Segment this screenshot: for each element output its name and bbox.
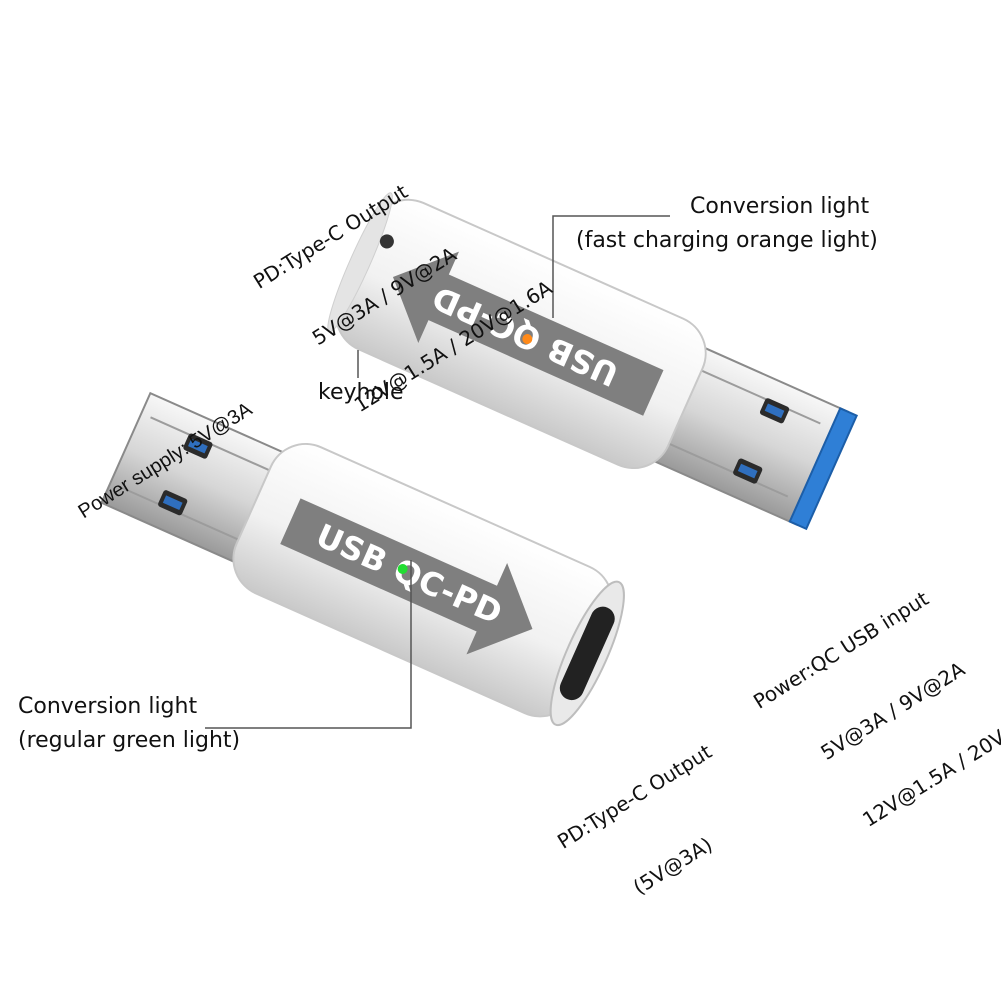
orange-light-leader-line <box>552 215 670 318</box>
bottom-conversion-light-title: Conversion light <box>18 694 198 719</box>
keyhole-icon <box>379 234 394 249</box>
top-usb3-blue-insert <box>788 406 859 531</box>
type-c-port-icon <box>559 606 615 701</box>
bottom-adapter: USB QC-PD <box>100 391 625 727</box>
green-light-leader-line <box>205 560 412 729</box>
top-conversion-light-title: Conversion light <box>690 194 870 219</box>
keyhole-label: keyhole <box>318 380 404 405</box>
bottom-conversion-light-note: (regular green light) <box>18 728 241 753</box>
top-conversion-light-note: (fast charging orange light) <box>576 228 878 253</box>
orange-led-indicator <box>522 334 533 345</box>
top-banner-arrow <box>392 251 664 416</box>
bottom-banner-arrow <box>280 498 533 655</box>
green-led-indicator <box>397 563 408 574</box>
